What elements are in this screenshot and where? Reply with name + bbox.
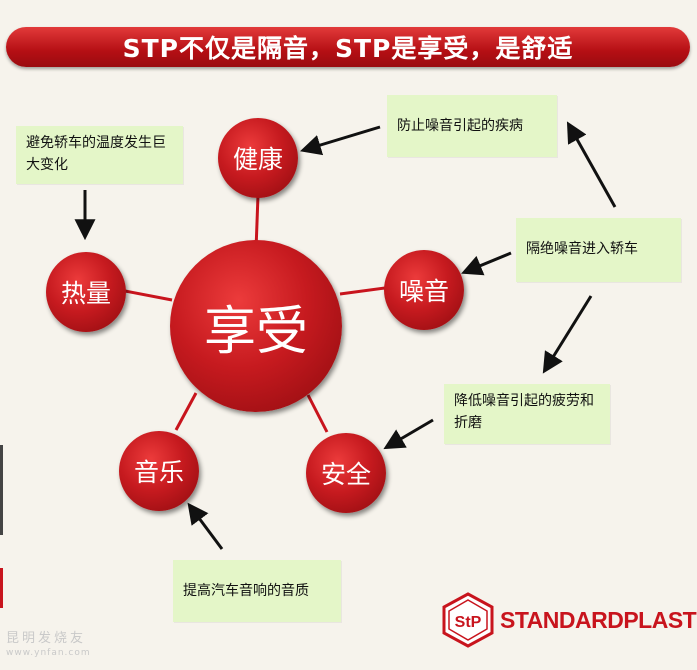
left-edge-strip <box>0 445 3 535</box>
node-safety: 安全 <box>306 433 386 513</box>
arrow-to-safety <box>383 418 434 450</box>
note-isolate-noise: 隔绝噪音进入轿车 <box>516 218 681 282</box>
standardplast-logo: StP STANDARDPLAST <box>440 592 697 648</box>
spoke-safety <box>306 394 329 433</box>
note-temperature-change: 避免轿车的温度发生巨大变化 <box>16 126 183 184</box>
center-label: 享受 <box>203 301 308 362</box>
watermark-text: 昆明发烧友 <box>6 631 87 646</box>
page-title: STP不仅是隔音，STP是享受，是舒适 <box>122 34 574 63</box>
watermark: 昆明发烧友 www.ynfan.com <box>6 632 91 660</box>
watermark-url: www.ynfan.com <box>6 648 91 658</box>
node-health-label: 健康 <box>232 145 283 174</box>
note-prevent-disease: 防止噪音引起的疾病 <box>387 95 557 157</box>
arrow-to-reduce-fatigue <box>542 295 593 374</box>
node-heat: 热量 <box>46 252 126 332</box>
arrow-to-noise <box>461 251 512 276</box>
node-heat-label: 热量 <box>60 279 111 308</box>
title-banner: STP不仅是隔音，STP是享受，是舒适 <box>6 27 690 67</box>
arrow-to-prevent-disease <box>566 121 617 208</box>
node-music-label: 音乐 <box>133 458 184 487</box>
spoke-heat <box>124 289 173 302</box>
logo-name: STANDARDPLAST <box>500 606 697 633</box>
center-node-enjoyment: 享受 <box>170 240 342 412</box>
spoke-music <box>174 392 198 431</box>
node-noise: 噪音 <box>384 250 464 330</box>
node-music: 音乐 <box>119 431 199 511</box>
note-reduce-fatigue: 降低噪音引起的疲劳和折磨 <box>444 384 610 444</box>
node-safety-label: 安全 <box>320 460 371 489</box>
node-health: 健康 <box>218 118 298 198</box>
stp-logo-mark: StP <box>442 592 494 648</box>
arrow-to-health <box>299 125 381 156</box>
logo-mark-text: StP <box>455 614 482 631</box>
arrow-to-music <box>187 502 224 550</box>
node-noise-label: 噪音 <box>398 277 449 306</box>
left-edge-accent <box>0 568 3 608</box>
spoke-noise <box>339 286 386 296</box>
note-improve-audio: 提高汽车音响的音质 <box>173 560 341 622</box>
